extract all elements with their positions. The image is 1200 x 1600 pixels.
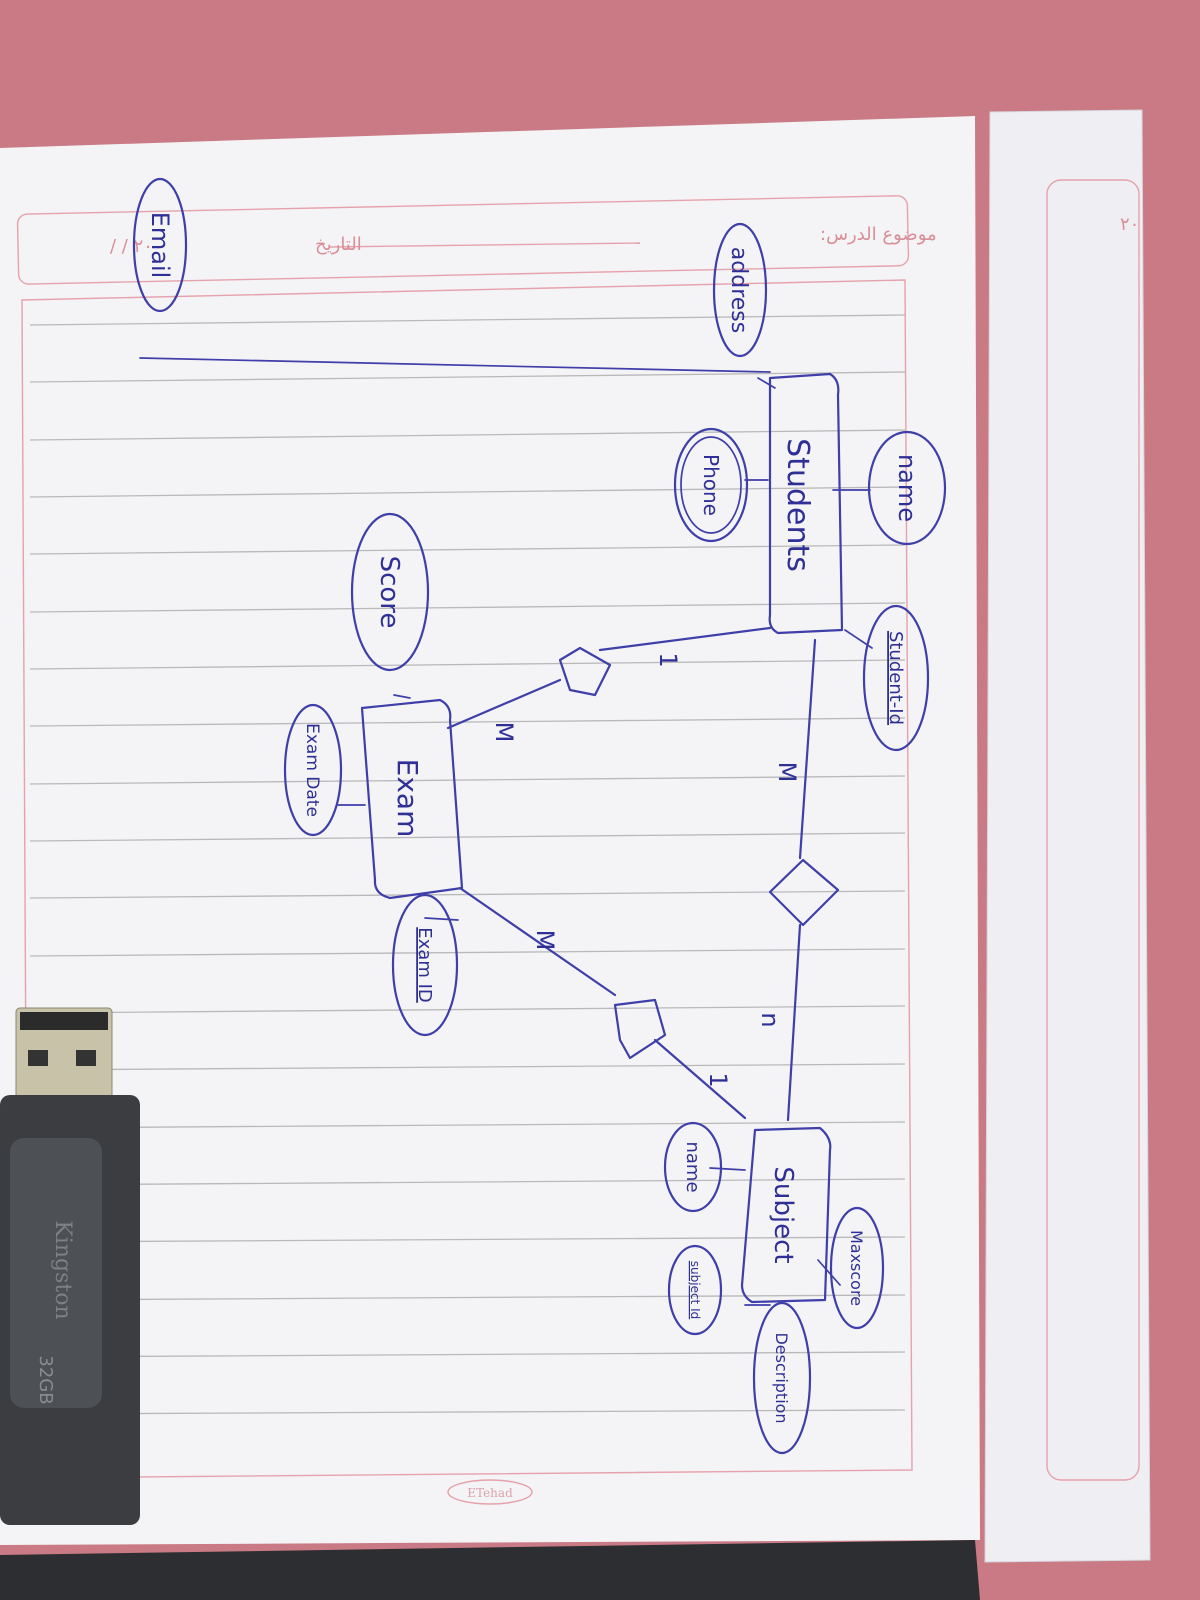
- date-value: / / ٢٠: [110, 236, 153, 257]
- ruled-lines: [29, 314, 906, 1415]
- attr-subjectname-label: name: [682, 1141, 703, 1192]
- entity-subject: [740, 1126, 832, 1304]
- date-label: التاريخ: [315, 234, 362, 255]
- notebook-logo: [447, 1479, 533, 1505]
- attr-examid-oval: [391, 893, 459, 1037]
- maxscore-link: [817, 1259, 841, 1286]
- attr-examdate-label: Exam Date: [302, 723, 322, 817]
- students-subject-line-a: [798, 638, 817, 860]
- er-diagram: Students Exam Subject Email address name…: [132, 177, 947, 1455]
- right-page-frame: [1046, 179, 1140, 1481]
- attr-name-oval: [867, 430, 947, 546]
- header-box: [16, 195, 910, 285]
- examid-link: [424, 917, 459, 921]
- card-exam-subject-m: M: [531, 930, 559, 951]
- students-exam-rel-line-b: [446, 678, 562, 730]
- relationship-students-subject: [768, 858, 840, 927]
- students-label: Students: [780, 438, 815, 572]
- entity-students: [768, 372, 844, 635]
- subjname-link: [709, 1167, 746, 1171]
- students-subject-line-b: [786, 923, 802, 1122]
- usb-capacity: 32GB: [35, 1355, 56, 1404]
- attr-address-label: address: [726, 247, 751, 333]
- attr-subjectid-label: subject Id: [688, 1261, 702, 1319]
- card-exam-subject-1: 1: [704, 1072, 732, 1087]
- attr-phone-oval-inner: [680, 436, 742, 534]
- notebook-logo-text: ETehad: [467, 1486, 513, 1500]
- card-students-exam-m: M: [490, 722, 518, 743]
- attr-examdate-oval: [283, 703, 343, 837]
- attr-description-oval: [752, 1301, 812, 1455]
- exam-subject-line-b: [653, 1038, 747, 1120]
- attr-subjectname-oval: [663, 1121, 723, 1213]
- students-exam-rel-line-a: [598, 626, 772, 652]
- attr-maxscore-oval: [829, 1206, 885, 1330]
- usb-drive: Kingston 32GB: [0, 1007, 140, 1525]
- attr-phone-oval-outer: [673, 427, 749, 543]
- attr-studentid-oval: [862, 604, 930, 752]
- card-students-subject-m: M: [773, 762, 801, 783]
- main-page: [0, 116, 980, 1545]
- right-page: [984, 109, 1151, 1563]
- usb-brand: Kingston: [50, 1220, 75, 1319]
- attr-examid-label: Exam ID: [414, 927, 435, 1002]
- attr-name-label: name: [893, 454, 921, 522]
- relationship-exam-subject: [613, 998, 667, 1060]
- laptop-edge: [0, 1540, 980, 1600]
- entity-exam: [360, 698, 464, 900]
- score-link: [393, 694, 411, 699]
- attr-studentid-label: Student-Id: [885, 631, 906, 725]
- subject-label: Subject: [768, 1166, 798, 1263]
- attr-description-label: Description: [772, 1332, 791, 1423]
- exam-label: Exam: [391, 759, 424, 838]
- address-link: [757, 377, 776, 389]
- attr-subjectid-oval: [667, 1244, 723, 1336]
- attr-score-label: Score: [374, 556, 404, 629]
- lesson-label: موضوع الدرس:: [820, 224, 937, 245]
- email-link: [139, 357, 771, 373]
- lesson-line: [329, 242, 641, 248]
- usb-slider: [10, 1138, 102, 1408]
- relationship-students-exam: [558, 646, 612, 697]
- attr-address-oval: [712, 222, 768, 358]
- attr-maxscore-label: Maxscore: [847, 1230, 866, 1306]
- attr-phone-label: Phone: [699, 454, 723, 516]
- card-students-exam-1: 1: [654, 652, 682, 667]
- connectors: [139, 357, 873, 1306]
- page-number: ٢٠: [1120, 214, 1139, 235]
- attr-email-oval: [132, 177, 188, 313]
- exam-subject-line-a: [458, 886, 617, 997]
- card-students-subject-n: n: [756, 1012, 784, 1027]
- attr-email-label: Email: [146, 212, 174, 279]
- attr-score-oval: [350, 512, 430, 672]
